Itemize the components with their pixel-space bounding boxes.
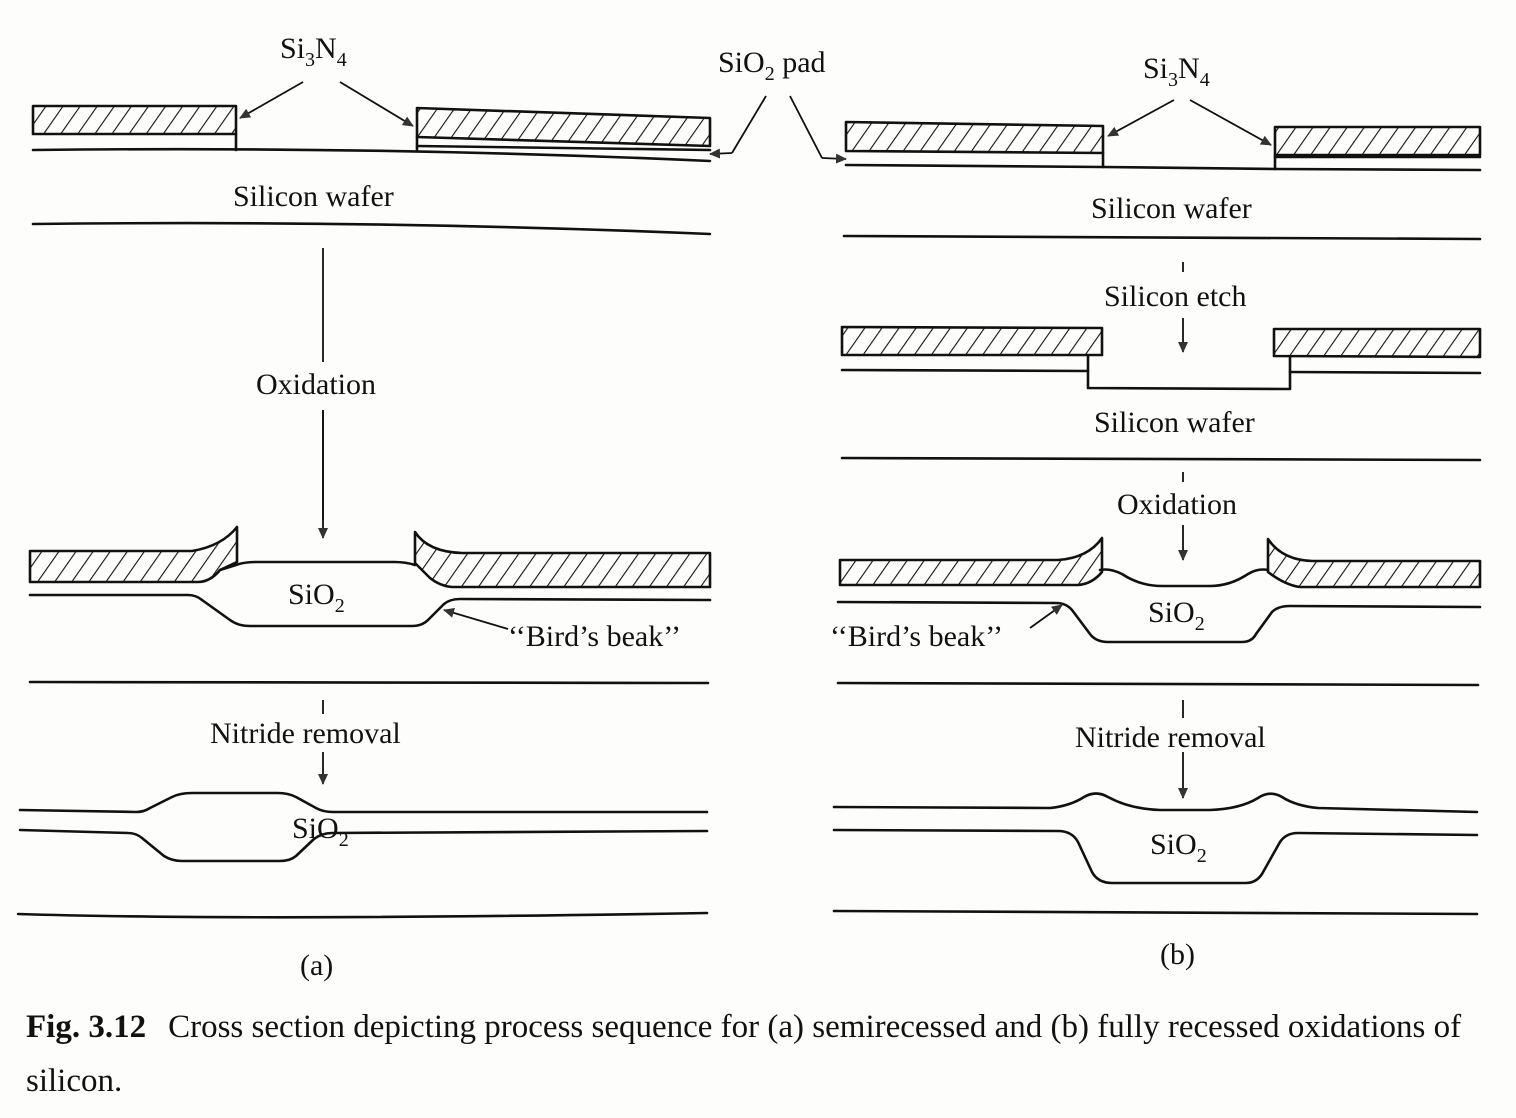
oxide-top bbox=[1098, 568, 1270, 588]
panel-a: Si3N4 Silicon wafer Oxidation SiO2 ‘‘Bir… bbox=[16, 32, 712, 920]
sio2-pad-pointer-right-head bbox=[821, 153, 847, 164]
panel-a-label: (a) bbox=[300, 949, 333, 982]
silicon-wafer-label: Silicon wafer bbox=[1091, 192, 1252, 225]
oxidation-step-a: Oxidation bbox=[256, 248, 376, 539]
sio2-pad-pointer-left-head bbox=[709, 148, 733, 159]
sio2-label: SiO2 bbox=[288, 578, 345, 617]
birds-beak-label-b: ‘‘Bird’s beak’’ bbox=[830, 620, 1003, 653]
si3n4-pointer-right bbox=[339, 81, 414, 127]
sio2-pad-pointer-right bbox=[789, 95, 823, 159]
etched-recess bbox=[1086, 354, 1292, 391]
panel-b-initial-structure: Si3N4 Silicon wafer bbox=[842, 52, 1482, 241]
oxidation-label: Oxidation bbox=[1117, 488, 1237, 521]
sio2-label: SiO2 bbox=[1148, 596, 1205, 635]
wafer-bottom bbox=[31, 221, 712, 236]
sio2-label: SiO2 bbox=[1150, 828, 1207, 867]
si3n4-pointer-left bbox=[1107, 99, 1175, 137]
oxide-top-final bbox=[18, 791, 709, 814]
wafer-surface-oxidized bbox=[28, 593, 712, 628]
wafer-surface bbox=[844, 163, 1482, 172]
panel-b-label: (b) bbox=[1160, 938, 1195, 971]
pad-oxide-line-right bbox=[415, 144, 712, 152]
sio2-pad-label: SiO2 pad bbox=[718, 46, 826, 85]
nitride-removal-label: Nitride removal bbox=[210, 717, 401, 750]
wafer-surface bbox=[31, 147, 712, 163]
nitride-lifted-right bbox=[1266, 537, 1482, 589]
silicon-wafer-label: Silicon wafer bbox=[1094, 406, 1255, 439]
nitride-mask-left bbox=[840, 325, 1104, 357]
silicon-etch-step-b: Silicon etch bbox=[1104, 262, 1246, 353]
nitride-mask-right bbox=[1273, 125, 1482, 157]
wafer-bottom-final bbox=[16, 911, 709, 919]
nitride-lifted-left bbox=[838, 536, 1104, 587]
pad-oxide-left bbox=[840, 368, 1090, 373]
wafer-surface-final bbox=[18, 828, 709, 863]
oxidation-label: Oxidation bbox=[256, 368, 376, 401]
nitride-mask-left bbox=[844, 120, 1105, 155]
sio2-label: SiO2 bbox=[292, 812, 349, 851]
si3n4-pointer-right bbox=[1189, 99, 1272, 146]
nitride-removal-label: Nitride removal bbox=[1075, 721, 1266, 754]
panel-b-final-structure: SiO2 (b) bbox=[832, 792, 1479, 971]
wafer-bottom bbox=[840, 456, 1482, 462]
nitride-mask-right bbox=[1272, 327, 1482, 359]
oxide-top bbox=[218, 560, 417, 572]
panel-a-oxidized-accurate: SiO2 ‘‘Bird’s beak’’ bbox=[20, 410, 720, 690]
birds-beak-pointer bbox=[1029, 604, 1063, 629]
panel-b: Si3N4 Silicon wafer Silicon etch Silicon… bbox=[830, 52, 1482, 971]
panel-a-final-structure-accurate: SiO2 (a) bbox=[0, 790, 760, 982]
wafer-surface-oxidized bbox=[836, 600, 1482, 644]
figure-caption-text: Cross section depicting process sequence… bbox=[26, 1009, 1462, 1099]
si3n4-pointer-left bbox=[239, 81, 304, 119]
wafer-bottom bbox=[842, 234, 1482, 241]
si3n4-label: Si3N4 bbox=[1143, 52, 1210, 91]
panel-b-oxidized-structure: SiO2 ‘‘Bird’s beak’’ bbox=[830, 536, 1482, 687]
silicon-etch-label: Silicon etch bbox=[1104, 280, 1246, 313]
wafer-bottom-final bbox=[832, 909, 1479, 916]
oxidation-step-b: Oxidation bbox=[1117, 472, 1237, 561]
birds-beak-label-a: ‘‘Bird’s beak’’ bbox=[508, 620, 681, 653]
silicon-wafer-label: Silicon wafer bbox=[233, 180, 394, 213]
nitride-mask-right bbox=[415, 106, 712, 148]
pad-oxide-right bbox=[1288, 370, 1482, 375]
panel-a-initial-structure: Si3N4 Silicon wafer bbox=[31, 32, 712, 236]
sio2-pad-callout: SiO2 pad bbox=[709, 46, 847, 164]
nitride-mask-left bbox=[31, 104, 238, 136]
nitride-removal-step-b: Nitride removal bbox=[1075, 700, 1266, 799]
panel-b-etched-structure: Silicon wafer bbox=[840, 325, 1482, 462]
figure-number: Fig. 3.12 bbox=[26, 1009, 147, 1045]
wafer-surface-final bbox=[832, 828, 1479, 885]
oxide-top-final bbox=[832, 792, 1479, 814]
birds-beak-pointer bbox=[443, 608, 509, 630]
sio2-pad-pointer-left bbox=[731, 95, 767, 154]
si3n4-label: Si3N4 bbox=[280, 32, 347, 71]
wafer-bottom-oxidized bbox=[28, 680, 710, 685]
wafer-bottom-oxidized bbox=[836, 681, 1480, 687]
nitride-removal-step-a: Nitride removal bbox=[210, 700, 401, 785]
nitride-lifted-right bbox=[413, 530, 712, 589]
